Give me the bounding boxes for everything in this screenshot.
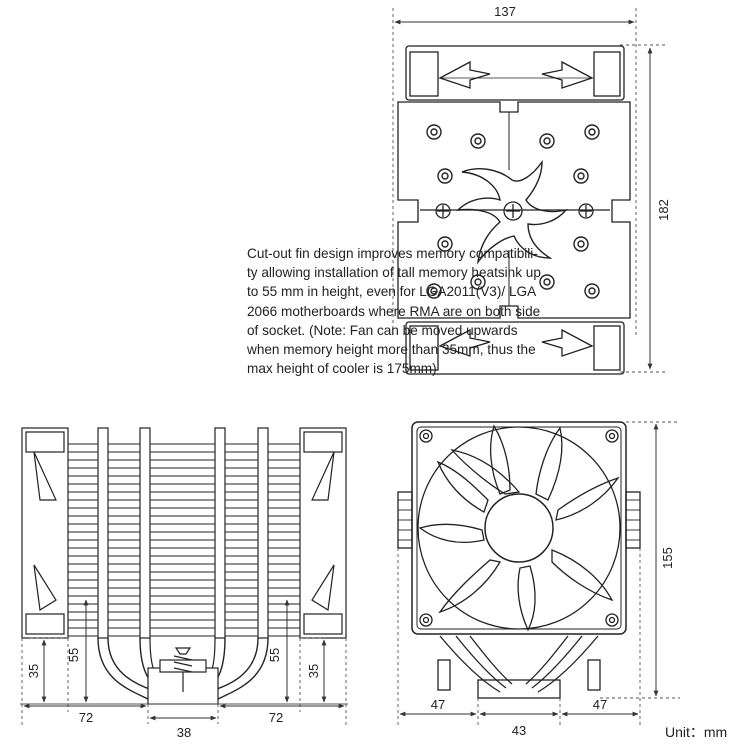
description-line: 2066 motherboards where RMA are on both … <box>247 303 541 319</box>
dim-front-bottom-mid: 43 <box>512 723 526 738</box>
dim-side-bottom-right: 72 <box>269 710 283 725</box>
description-line: ty allowing installation of tall memory … <box>247 265 541 281</box>
top-view <box>392 8 665 375</box>
description-line: of socket. (Note: Fan can be moved upwar… <box>247 322 518 338</box>
dim-front-bottom-right: 47 <box>593 697 607 712</box>
dim-top-width: 137 <box>494 4 516 19</box>
dim-side-left-55: 55 <box>66 648 81 662</box>
dim-front-height: 155 <box>660 547 675 569</box>
side-view <box>20 427 348 728</box>
front-view <box>397 421 680 728</box>
description-line: when memory height more than 35mm, thus … <box>247 342 536 358</box>
description-line: max height of cooler is 175mm) <box>247 361 437 377</box>
dim-side-bottom-mid: 38 <box>177 725 191 740</box>
dim-side-right-55: 55 <box>267 648 282 662</box>
dim-side-left-35: 35 <box>26 664 41 678</box>
description-line: Cut-out fin design improves memory compa… <box>247 246 538 261</box>
dim-top-height: 182 <box>656 199 671 221</box>
description-line: to 55 mm in height, even for LGA2011(V3)… <box>247 284 537 300</box>
dim-side-bottom-left: 72 <box>79 710 93 725</box>
unit-label: Unit：mm <box>665 724 728 740</box>
dim-front-bottom-left: 47 <box>431 697 445 712</box>
dim-side-right-35: 35 <box>306 664 321 678</box>
memory-compatibility-description: Cut-out fin design improves memory compa… <box>247 244 541 378</box>
